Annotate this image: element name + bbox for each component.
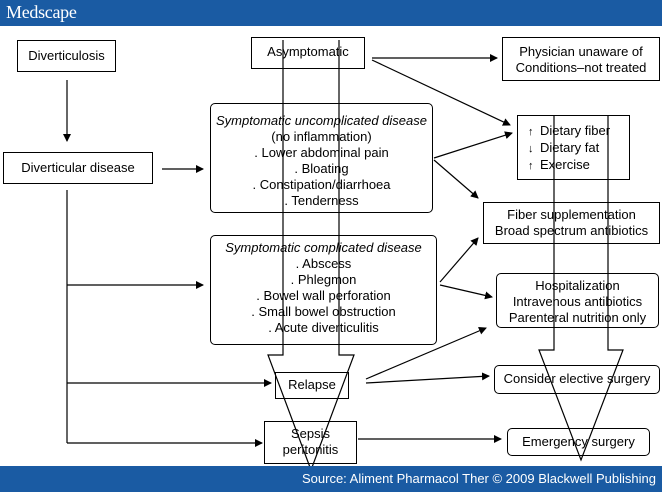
- complicated-item: . Small bowel obstruction: [251, 304, 396, 319]
- box-sepsis-peritonitis: Sepsis peritonitis: [264, 421, 357, 464]
- uncomplicated-item: . Lower abdominal pain: [254, 145, 389, 160]
- relapse-label: Relapse: [288, 377, 336, 392]
- complicated-item: . Abscess: [295, 256, 352, 271]
- peritonitis-label: peritonitis: [282, 442, 339, 457]
- fiber-line: Fiber supplementation: [507, 207, 636, 222]
- arrow-uncomplicated-to-fiber: [433, 159, 479, 199]
- arrow-relapse-to-elective: [365, 372, 490, 384]
- dietary-row: ↑ Dietary fiber: [528, 123, 629, 140]
- box-fiber-supplementation: Fiber supplementation Broad spectrum ant…: [483, 202, 660, 244]
- dietary-row: ↓ Dietary fat: [528, 140, 629, 157]
- diverticulosis-label: Diverticulosis: [28, 48, 105, 63]
- physician-line: Conditions–not treated: [515, 60, 647, 75]
- hospital-line: Parenteral nutrition only: [508, 310, 647, 325]
- source-citation: Source: Aliment Pharmacol Ther © 2009 Bl…: [301, 471, 656, 486]
- box-hospitalization: Hospitalization Intravenous antibiotics …: [496, 273, 659, 328]
- dietary-fat-label: Dietary fat: [540, 140, 600, 155]
- box-emergency-surgery: Emergency surgery: [507, 428, 650, 456]
- complicated-item: . Phlegmon: [290, 272, 357, 287]
- dietary-row: ↑ Exercise: [528, 157, 629, 174]
- box-dietary-measures: ↑ Dietary fiber ↓ Dietary fat ↑ Exercise: [517, 115, 630, 180]
- fiber-line: Broad spectrum antibiotics: [494, 223, 649, 238]
- arrow-down-icon: ↓: [528, 143, 534, 155]
- arrow-uncomplicated-to-dietary: [433, 131, 513, 159]
- physician-line: Physician unaware of: [519, 44, 643, 59]
- arrow-up-icon: ↑: [528, 160, 534, 172]
- asymptomatic-label: Asymptomatic: [267, 44, 349, 59]
- uncomplicated-title: Symptomatic uncomplicated disease: [216, 113, 427, 128]
- diverticular-disease-label: Diverticular disease: [21, 160, 135, 175]
- arrow-complicated-to-hospital: [439, 284, 493, 300]
- hospital-line: Hospitalization: [535, 278, 620, 293]
- hospital-line: Intravenous antibiotics: [512, 294, 643, 309]
- arrow-relapse-to-hospital: [365, 327, 487, 380]
- complicated-item: . Acute diverticulitis: [268, 320, 379, 335]
- uncomplicated-item: . Bloating: [294, 161, 349, 176]
- exercise-label: Exercise: [540, 157, 590, 172]
- box-symptomatic-uncomplicated: Symptomatic uncomplicated disease (no in…: [210, 103, 433, 213]
- medscape-logo: Medscape: [6, 2, 77, 22]
- box-diverticular-disease: Diverticular disease: [3, 152, 153, 184]
- complicated-title: Symptomatic complicated disease: [225, 240, 422, 255]
- box-symptomatic-complicated: Symptomatic complicated disease . Absces…: [210, 235, 437, 345]
- box-asymptomatic: Asymptomatic: [251, 37, 365, 69]
- arrow-complicated-to-fiber: [439, 237, 479, 283]
- uncomplicated-item: . Constipation/diarrhoea: [252, 177, 391, 192]
- arrow-up-icon: ↑: [528, 126, 534, 138]
- uncomplicated-item: . Tenderness: [284, 193, 359, 208]
- header-bar: Medscape: [0, 0, 662, 26]
- box-elective-surgery: Consider elective surgery: [494, 365, 660, 394]
- emergency-surgery-label: Emergency surgery: [522, 434, 635, 449]
- sepsis-label: Sepsis: [290, 426, 331, 441]
- uncomplicated-subtitle: (no inflammation): [271, 129, 372, 144]
- box-diverticulosis: Diverticulosis: [17, 40, 116, 72]
- arrow-asymptomatic-to-dietary: [371, 59, 511, 126]
- box-relapse: Relapse: [275, 372, 349, 399]
- complicated-item: . Bowel wall perforation: [256, 288, 391, 303]
- large-down-arrow-right: [538, 115, 624, 462]
- elective-surgery-label: Consider elective surgery: [503, 371, 651, 386]
- box-physician-unaware: Physician unaware of Conditions–not trea…: [502, 37, 660, 81]
- dietary-fiber-label: Dietary fiber: [540, 123, 611, 138]
- footer-bar: Source: Aliment Pharmacol Ther © 2009 Bl…: [0, 466, 662, 492]
